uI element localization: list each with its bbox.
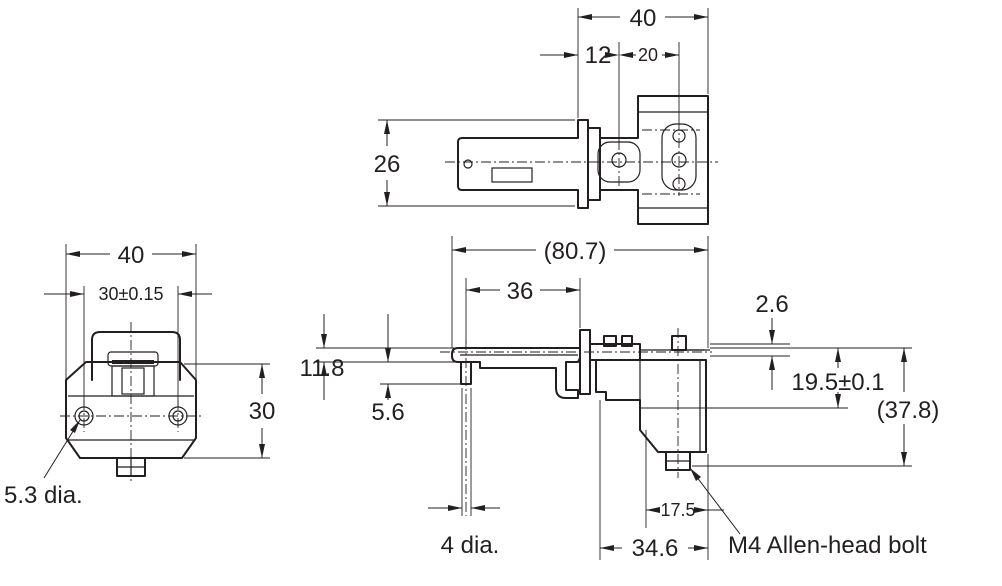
side-dim-19-5-label: 19.5±0.1 — [791, 369, 884, 396]
side-dim-5-6-label: 5.6 — [371, 399, 404, 426]
side-dim-17-5-label: 17.5 — [660, 500, 695, 520]
top-dim-40-label: 40 — [630, 5, 657, 32]
side-dim-36-label: 36 — [507, 278, 534, 305]
side-bolt-label: M4 Allen-head bolt — [728, 532, 927, 559]
side-pin-diameter-label: 4 dia. — [441, 532, 500, 559]
front-dim-30-label: 30 — [249, 398, 276, 425]
side-dim-11-8-label: 11.8 — [300, 355, 345, 382]
side-dim-34-6-label: 34.6 — [632, 535, 679, 562]
top-dim-20-label: 20 — [638, 45, 658, 65]
side-view: (80.7) 36 11.8 5.6 2.6 19.5±0.1 — [300, 236, 940, 562]
front-view: 40 30±0.15 30 5.3 dia. — [4, 242, 275, 509]
top-dim-26-label: 26 — [374, 151, 401, 178]
top-view: 40 12 20 26 — [374, 5, 718, 225]
front-hole-diameter-label: 5.3 dia. — [4, 482, 83, 509]
side-dim-80-7-label: (80.7) — [544, 238, 607, 265]
side-dim-37-8-label: (37.8) — [877, 397, 940, 424]
side-dim-2-6-label: 2.6 — [755, 291, 788, 318]
front-dim-40-label: 40 — [118, 242, 145, 269]
top-dim-12-label: 12 — [585, 42, 612, 69]
front-dim-30-tol-label: 30±0.15 — [99, 284, 164, 304]
